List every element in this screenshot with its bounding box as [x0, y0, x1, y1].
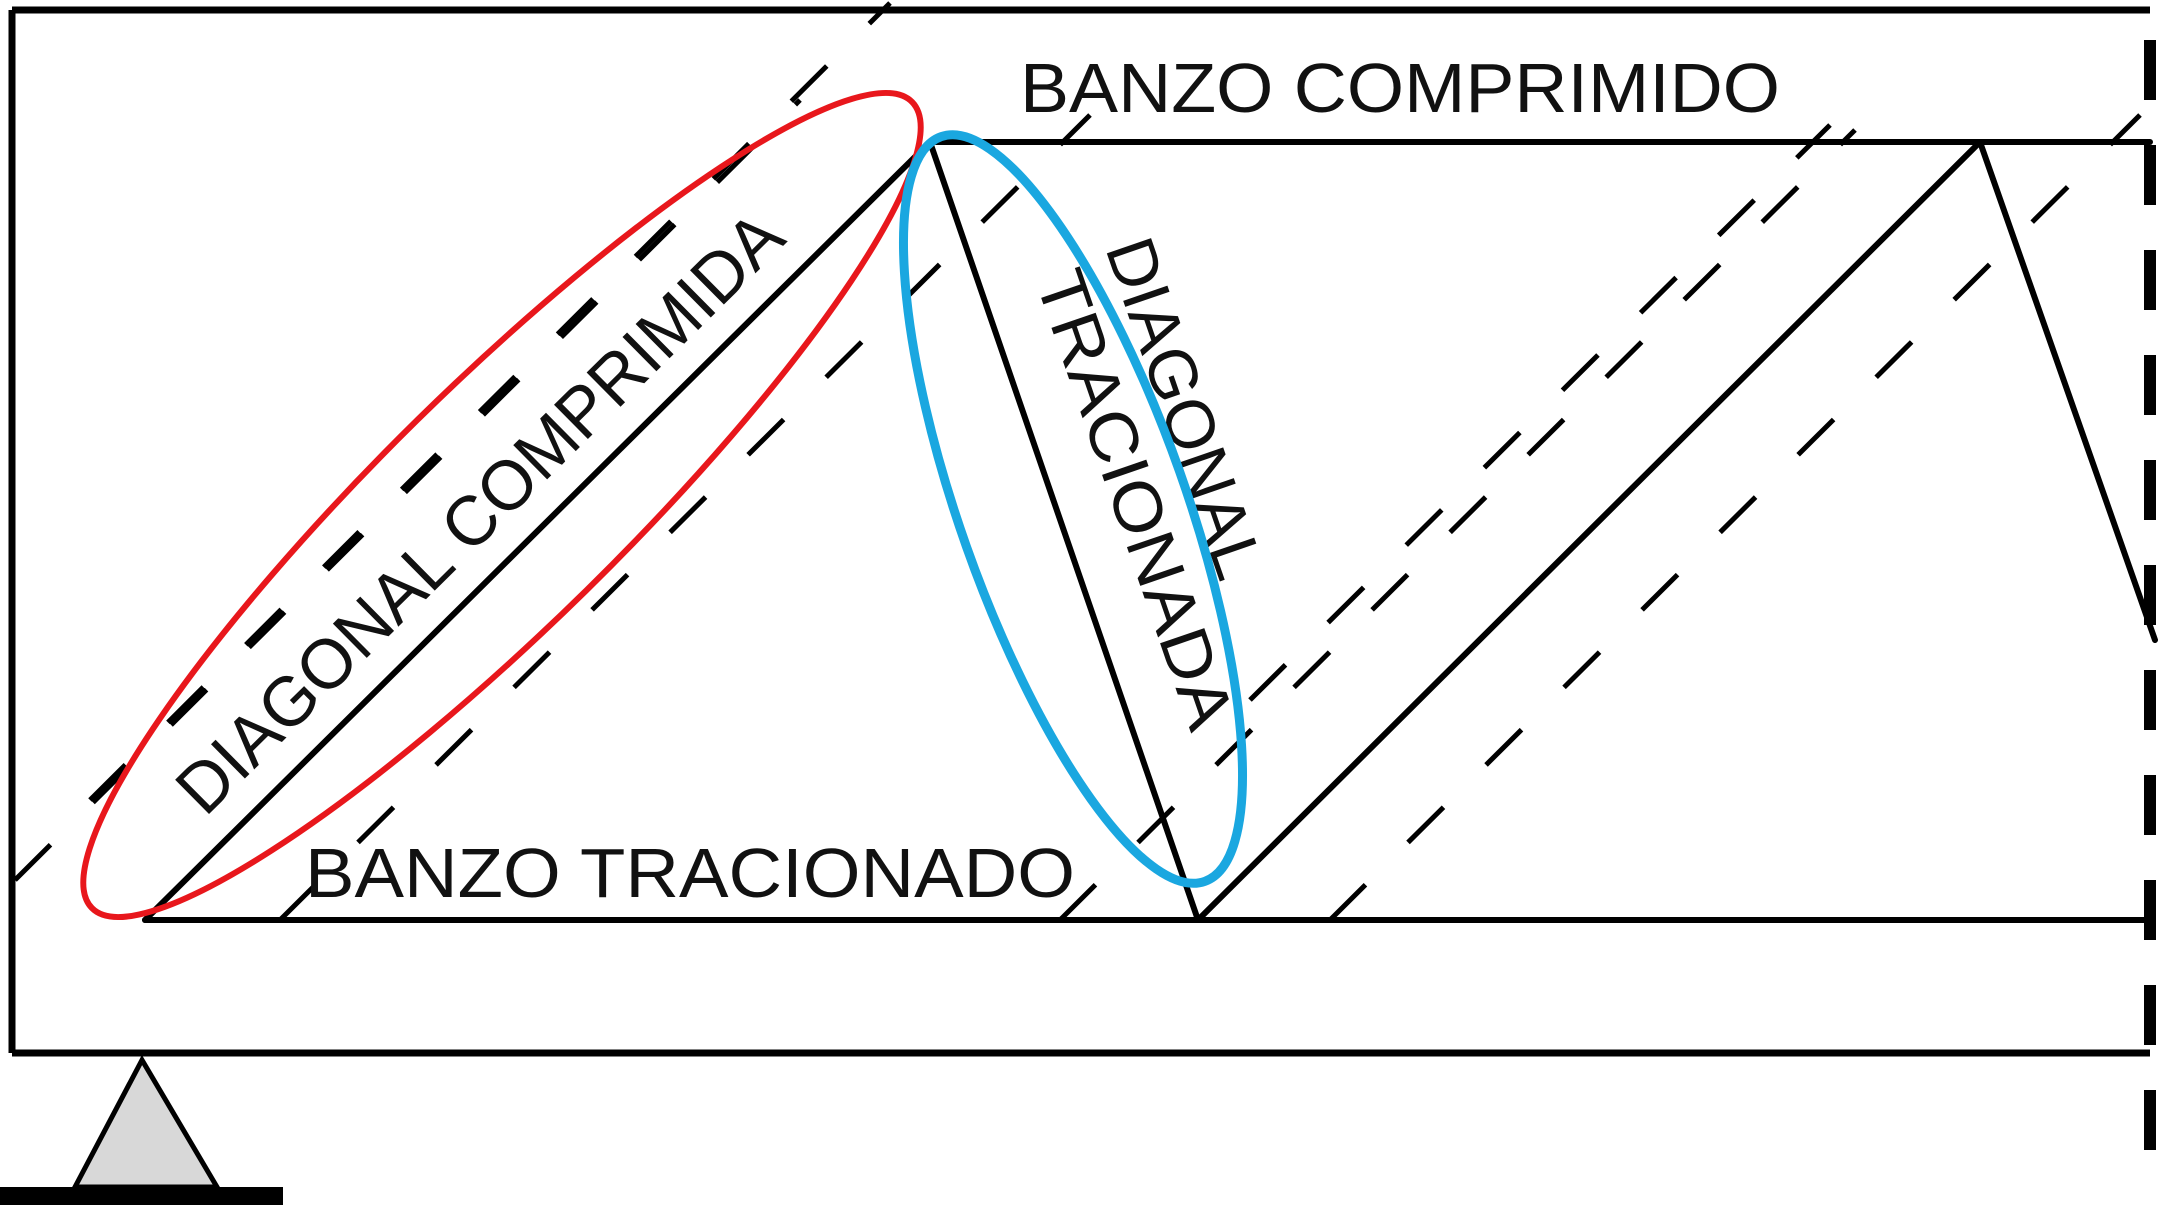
tension-diagonal-1 [927, 139, 1201, 923]
dashed-line [1328, 113, 2142, 922]
compressed-diagonal-1 [142, 139, 933, 923]
dashed-line [88, 1, 892, 802]
tension-diagonal-highlight [898, 130, 1248, 888]
pinned-support-icon [0, 1054, 283, 1205]
dashed-line [1248, 123, 1832, 702]
dashed-stress-lines [13, 1, 2142, 922]
dashed-line [13, 98, 802, 882]
beam-outline [8, 6, 2150, 1057]
dashed-line [278, 113, 1092, 922]
compression-chord-label: BANZO COMPRIMIDO [1020, 49, 1780, 127]
compressed-diagonal-2 [1195, 139, 1983, 923]
tension-diagonal-2 [1977, 139, 2158, 643]
compression-diagonal-highlight [80, 89, 924, 921]
chords [142, 139, 2153, 923]
dashed-line [1058, 128, 1857, 922]
tension-chord-label: BANZO TRACIONADO [305, 834, 1075, 912]
truss-diagonals [142, 139, 2158, 923]
compressed-diagonal-label: DIAGONAL COMPRIMIDA [161, 196, 799, 828]
